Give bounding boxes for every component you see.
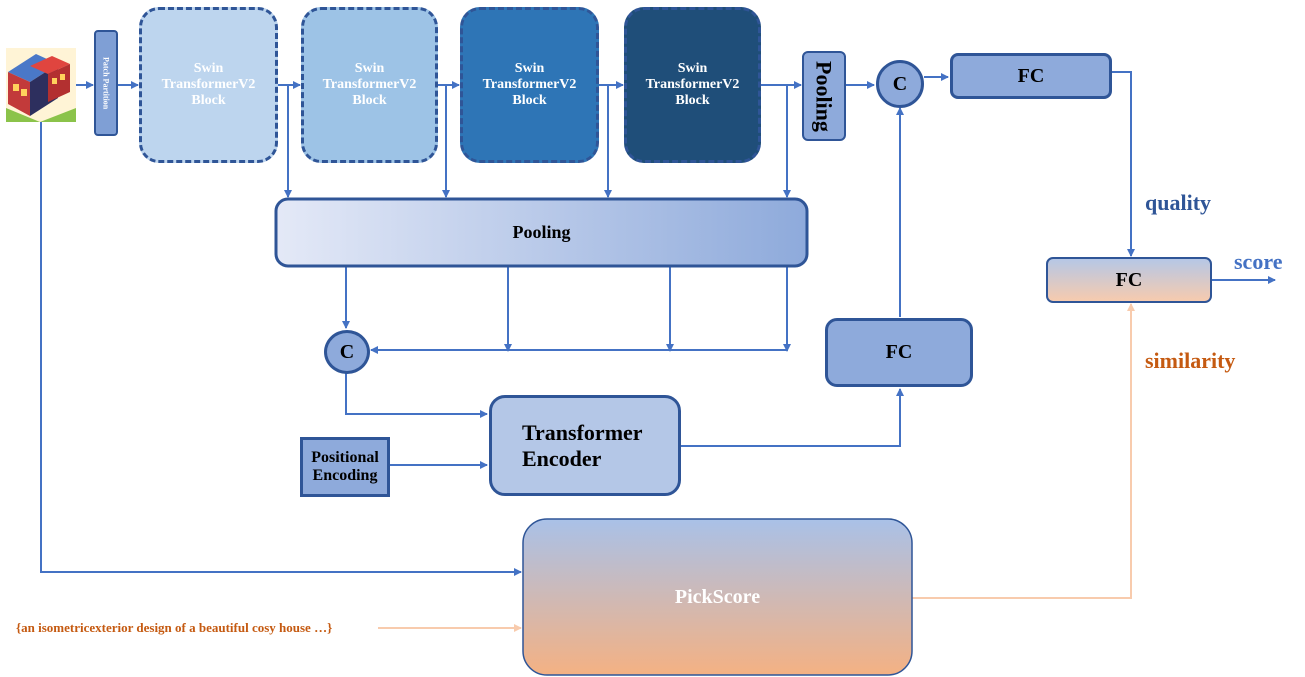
- swin-block-2: Swin TransformerV2 Block: [301, 7, 438, 163]
- fc-score-box: FC: [1047, 258, 1211, 302]
- quality-label: quality: [1145, 190, 1212, 215]
- swin-block-3: Swin TransformerV2 Block: [460, 7, 599, 163]
- concat-mid-circle: C: [324, 330, 370, 374]
- swin-block-4-line1: Swin: [677, 60, 708, 76]
- pickscore-box: PickScore: [523, 519, 912, 675]
- swin-block-1-line1: Swin: [193, 60, 224, 76]
- positional-encoding-box: Positional Encoding: [300, 437, 390, 497]
- swin-block-3-line3: Block: [512, 93, 547, 109]
- transformer-encoder-line1: Transformer: [522, 420, 643, 446]
- fc-mid-box: FC: [825, 318, 973, 387]
- swin-block-2-line3: Block: [352, 93, 387, 109]
- transformer-encoder-box: Transformer Encoder: [489, 395, 681, 496]
- swin-block-4-line2: TransformerV2: [645, 76, 740, 92]
- isometric-house-icon: [6, 48, 76, 122]
- similarity-label: similarity: [1145, 348, 1236, 373]
- pooling-wide-box: Pooling: [276, 199, 807, 266]
- pooling-wide-label: Pooling: [512, 222, 571, 243]
- patch-partition-box: Patch Partition: [94, 30, 118, 136]
- fc-top-box: FC: [950, 53, 1112, 99]
- fc-score-label: FC: [1115, 268, 1143, 291]
- swin-block-2-line2: TransformerV2: [322, 76, 417, 92]
- score-label: score: [1234, 249, 1283, 274]
- pooling-top-label: Pooling: [811, 60, 837, 132]
- prompt-text: {an isometricexterior design of a beauti…: [16, 620, 333, 635]
- swin-block-1-line2: TransformerV2: [161, 76, 256, 92]
- swin-block-1-line3: Block: [191, 93, 226, 109]
- pooling-top-box: Pooling: [802, 51, 846, 141]
- swin-block-4-line3: Block: [675, 93, 710, 109]
- concat-top-label: C: [892, 72, 908, 95]
- swin-block-1: Swin TransformerV2 Block: [139, 7, 278, 163]
- concat-top-circle: C: [876, 60, 924, 108]
- swin-block-4: Swin TransformerV2 Block: [624, 7, 761, 163]
- concat-mid-label: C: [339, 340, 355, 363]
- swin-block-2-line1: Swin: [354, 60, 385, 76]
- pickscore-label: PickScore: [674, 585, 761, 608]
- patch-partition-label: Patch Partition: [101, 56, 111, 110]
- positional-encoding-line2: Encoding: [312, 467, 378, 484]
- swin-block-3-line2: TransformerV2: [482, 76, 577, 92]
- swin-block-3-line1: Swin: [514, 60, 545, 76]
- fc-mid-label: FC: [885, 341, 913, 363]
- transformer-encoder-line2: Encoder: [522, 445, 602, 471]
- positional-encoding-line1: Positional: [311, 448, 379, 466]
- fc-top-label: FC: [1017, 64, 1045, 87]
